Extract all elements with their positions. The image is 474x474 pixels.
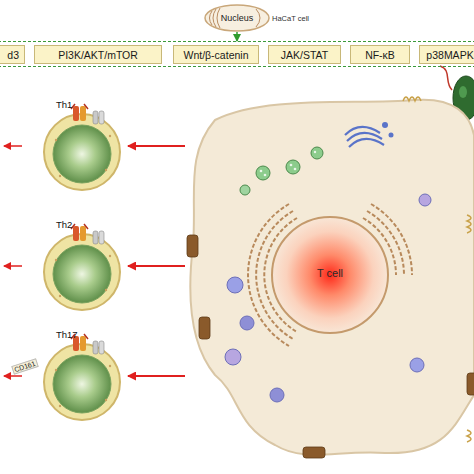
node-shape	[36, 100, 128, 192]
pathway-name: PI3K/AKT/mTOR	[58, 49, 138, 61]
pathway-box: PI3K/AKT/mTOR	[34, 45, 162, 64]
signal-arrow	[236, 32, 238, 41]
cell-type-label: Th2	[56, 219, 72, 230]
pathway-name: JAK/STAT	[281, 49, 328, 61]
pathway-box: p38MAPK	[419, 45, 474, 64]
node-shape	[36, 330, 128, 422]
cell-type-label: Th1	[56, 99, 72, 110]
th-cell: Th17	[36, 330, 128, 422]
pathway-name: p38MAPK	[426, 49, 473, 61]
output-arrow	[4, 265, 22, 267]
pathway-band: d3 PI3K/AKT/mTOR Wnt/β-catenin JAK/STAT NF-κ…	[0, 41, 474, 67]
cell-label: T cell	[295, 267, 365, 279]
pathway-name: Wnt/β-catenin	[184, 49, 249, 61]
marker-label: CD161	[11, 358, 38, 375]
t-cell-body: T cell	[185, 95, 474, 465]
activation-arrow	[128, 265, 185, 267]
th-cell: Th1	[36, 100, 128, 192]
output-arrow	[4, 145, 22, 147]
signal-curve	[440, 66, 452, 90]
pathway-box: Wnt/β-catenin	[173, 45, 259, 64]
cell-label: Nucleus	[204, 4, 270, 32]
pathway-box: NF-κB	[350, 45, 410, 64]
cell-icon: NucleusHaCaT cell	[204, 4, 270, 32]
activation-arrow	[128, 145, 185, 147]
cell-name: HaCaT cell	[272, 14, 309, 23]
cell-type-label: Th17	[56, 329, 78, 340]
node-shape	[36, 220, 128, 312]
output-arrow	[4, 375, 22, 377]
node-shape	[185, 95, 474, 465]
pathway-box: d3	[0, 45, 25, 64]
th-cell: Th2	[36, 220, 128, 312]
bacterium-detail	[459, 86, 467, 98]
pathway-name: d3	[7, 49, 19, 61]
pathway-name: NF-κB	[365, 49, 395, 61]
activation-arrow	[128, 375, 185, 377]
pathway-box: JAK/STAT	[268, 45, 341, 64]
